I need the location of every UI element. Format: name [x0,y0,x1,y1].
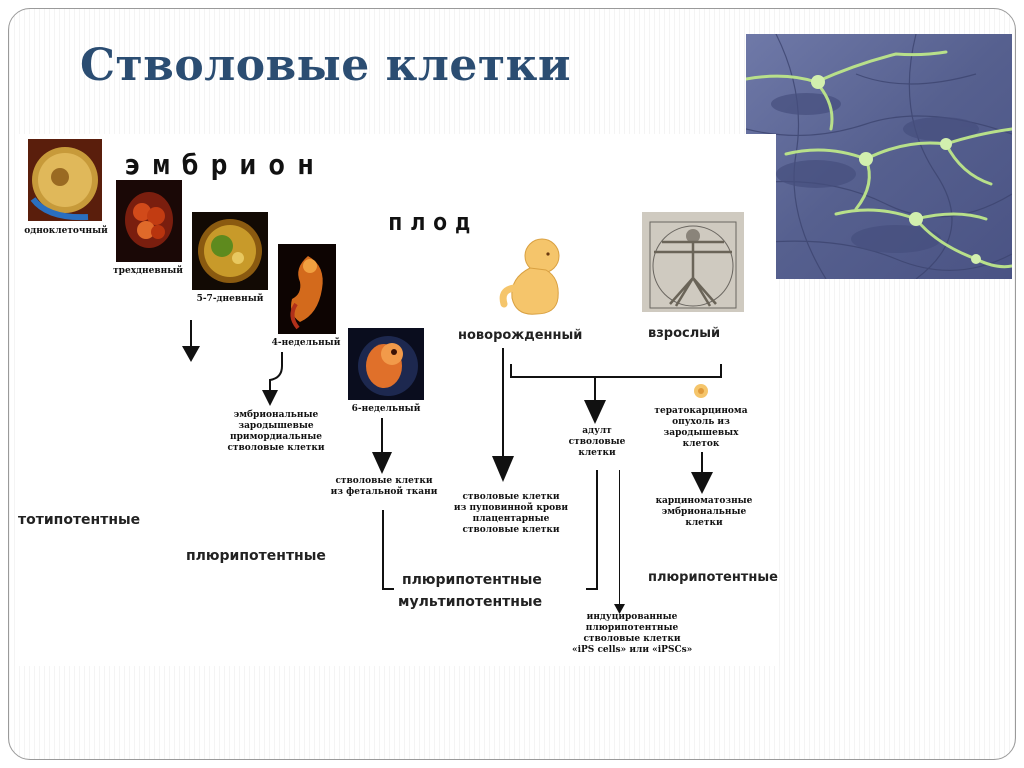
terato-line-1: тератокарцинома [654,406,748,416]
arrow-line-fetal [381,418,383,456]
arrow-line [190,320,192,350]
bracket-left-vertical [382,510,384,590]
totipotent-label: тотипотентные [18,512,141,528]
fetal-line-2: из фетальной ткани [330,487,438,497]
micrograph-image [746,34,1012,279]
arrow-head-ips [614,604,625,614]
four-week-image [278,244,336,334]
embryonic-line-2: зародышевые [238,421,314,431]
adult-cells-label: адулт стволовые клетки [562,426,632,459]
slide-title: Стволовые клетки [80,40,572,91]
newborn-line [502,348,504,458]
arrow-head-fetal [372,452,392,474]
newborn-image [496,234,572,320]
carcin-line-3: клетки [685,518,723,528]
embryonic-line-1: эмбриональные [233,410,319,420]
one-cell-image [28,139,102,221]
arrow-head-terato [691,472,713,494]
cord-line-1: стволовые клетки [462,492,560,502]
cord-cells-label: стволовые клетки из пуповинной крови пла… [446,492,576,536]
five-seven-day-image [192,212,268,290]
pluripotent-left-label: плюрипотентные [186,548,326,564]
adult-image [642,212,744,312]
fetal-cells-label: стволовые клетки из фетальной ткани [324,476,444,498]
three-day-image [116,180,182,262]
arrow-curve [262,352,283,406]
cord-line-2: из пуповинной крови [453,503,569,513]
ips-line-4: «iPS cells» или «iPSCs» [572,645,693,655]
arrow-head-adult [584,400,606,424]
ips-line-1: индуцированные [586,612,678,622]
adult-line-1: адулт [582,426,612,436]
terato-line-2: опухоль из [672,417,730,427]
stem-cell-micrograph [746,34,1012,279]
embryo-heading: эмбрион [124,148,327,181]
ips-line-2: плюрипотентные [585,623,679,633]
teratocarcinoma-label: тератокарцинома опухоль из зародышевых к… [644,406,758,450]
terato-line-3: зародышевых [663,428,739,438]
arrow-head [182,346,200,362]
tumor-icon [694,384,708,398]
adult-line-2: стволовые [568,437,626,447]
multipotent-label: мультипотентные [398,594,543,610]
terato-line-4: клеток [682,439,720,449]
newborn-label: новорожденный [458,328,583,343]
bracket-right-vertical [596,470,598,590]
stem-cell-diagram: эмбрион плод одноклеточный трехдневный [16,134,778,666]
terato-arrow-line [701,452,703,476]
six-week-image [348,328,424,400]
embryonic-line-3: примордиальные [230,432,322,442]
six-week-label: 6-недельный [351,404,421,414]
fetal-line-1: стволовые клетки [335,476,433,486]
carcin-line-1: карциноматозные [655,496,753,506]
pluripotent-right-label: плюрипотентные [648,570,778,585]
cord-line-4: стволовые клетки [462,525,560,535]
branch-left-tick [510,364,512,378]
carcin-line-2: эмбриональные [661,507,747,517]
bracket-right-foot [586,588,598,590]
ips-line-3: стволовые клетки [583,634,681,644]
embryonic-cells-label: эмбриональные зародышевые примордиальные… [216,410,336,454]
bracket-left-foot [382,588,394,590]
four-week-label: 4-недельный [271,338,341,348]
ips-cells-label: индуцированные плюрипотентные стволовые … [572,612,692,656]
pluripotent-center-label: плюрипотентные [402,572,542,588]
carcinoma-cells-label: карциноматозные эмбриональные клетки [646,496,762,529]
embryonic-line-4: стволовые клетки [227,443,325,453]
cord-line-3: плацентарные [472,514,550,524]
three-day-label: трехдневный [113,266,183,276]
five-seven-day-label: 5-7-дневный [196,294,264,304]
fetus-heading: плод [388,208,478,236]
one-cell-label: одноклеточный [24,226,108,236]
branch-horizontal [510,376,722,378]
adult-label: взрослый [648,326,721,341]
adult-line-3: клетки [578,448,616,458]
arrow-head-cord [492,456,514,482]
ips-arrow-line [619,470,620,608]
branch-right-tick [720,364,722,378]
branch-adult-line [594,376,596,404]
